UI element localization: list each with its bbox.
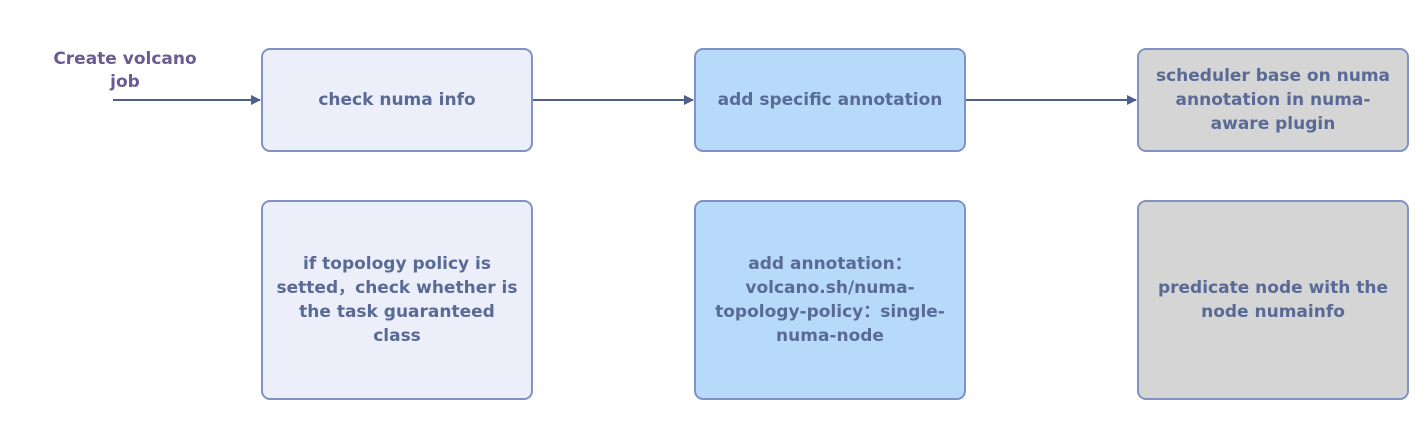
step-check-numa-info: check numa info	[261, 48, 533, 152]
start-label: Create volcano job	[53, 49, 197, 92]
detail-annotation-value: add annotation：volcano.sh/numa-topology-…	[694, 200, 966, 400]
step-check-numa-info-text: check numa info	[318, 90, 476, 110]
step-add-specific-annotation-text: add specific annotation	[717, 90, 943, 110]
detail-predicate-node: predicate node with the node numainfo	[1137, 200, 1409, 400]
detail-predicate-node-text: predicate node with the node numainfo	[1157, 278, 1389, 322]
detail-topology-policy-check-text: if topology policy is setted，check wheth…	[276, 254, 518, 346]
step-scheduler-numa-aware: scheduler base on numa annotation in num…	[1137, 48, 1409, 152]
detail-annotation-value-text: add annotation：volcano.sh/numa-topology-…	[715, 254, 945, 346]
step-add-specific-annotation: add specific annotation	[694, 48, 966, 152]
step-scheduler-numa-aware-text: scheduler base on numa annotation in num…	[1155, 66, 1391, 134]
detail-topology-policy-check: if topology policy is setted，check wheth…	[261, 200, 533, 400]
